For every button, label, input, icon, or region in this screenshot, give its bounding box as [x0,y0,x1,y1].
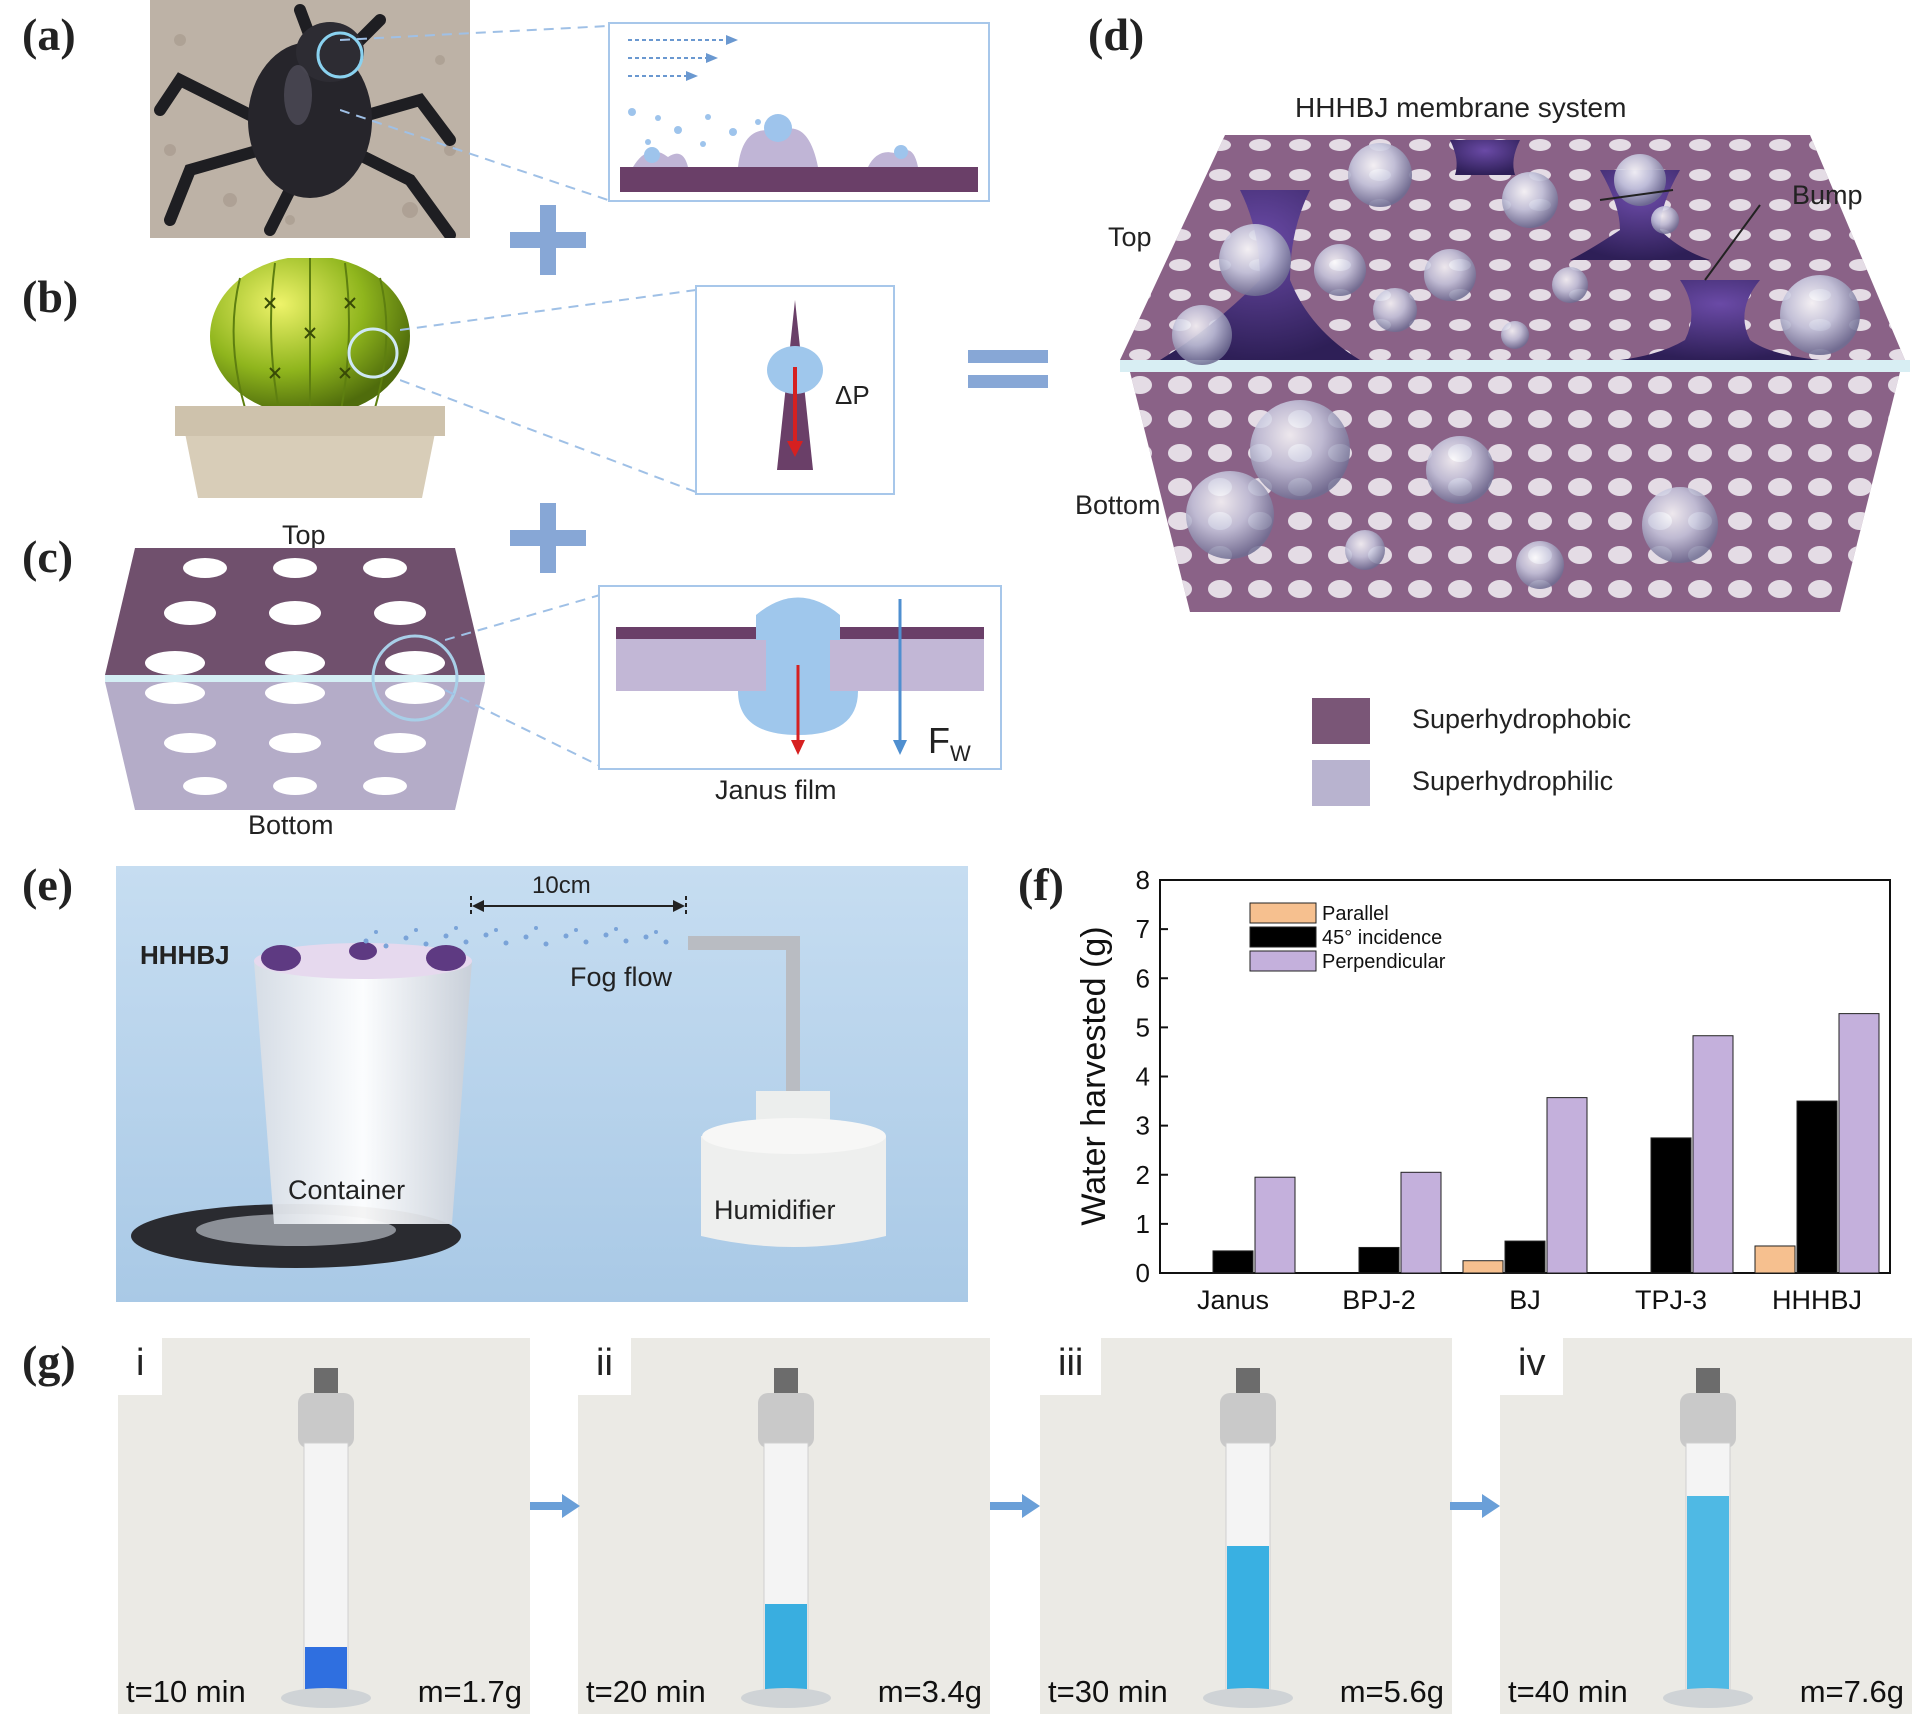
hhhbj-sample-label: HHHBJ [140,940,230,970]
frame-index-label: ii [578,1338,631,1395]
janus-bottom-label: Bottom [248,810,334,840]
panel-label-e: (e) [22,859,74,910]
y-tick-label: 4 [1136,1062,1150,1092]
container-label: Container [288,1175,406,1205]
panel-label-a: (a) [22,9,76,60]
beetle-photo [150,0,470,238]
bar [1504,1240,1546,1274]
bar [1358,1246,1400,1274]
janus-film-diagram [598,585,1002,770]
cylinder-drawing [1500,1338,1912,1714]
legend-label-superhydrophobic: Superhydrophobic [1412,704,1632,734]
y-tick-label: 3 [1136,1111,1150,1141]
membrane-top-label: Top [1108,222,1152,252]
equals-icon [968,350,1048,388]
bar [1212,1250,1254,1274]
bar [1796,1100,1838,1274]
cylinder-photo: i t=10 min m=1.7g [118,1338,530,1714]
y-tick-label: 5 [1136,1012,1150,1042]
y-tick-label: 2 [1136,1160,1150,1190]
frame-time-label: t=10 min [126,1674,246,1709]
legend-label-superhydrophilic: Superhydrophilic [1412,766,1614,796]
frame-time-label: t=20 min [586,1674,706,1709]
legend-swatch [1249,950,1317,972]
distance-label: 10cm [532,872,591,899]
bar [1838,1013,1880,1274]
x-tick-label: HHHBJ [1772,1285,1862,1315]
bar [1254,1176,1296,1274]
legend-label: Perpendicular [1322,951,1446,973]
membrane-bottom-label: Bottom [1075,490,1161,520]
panel-label-f: (f) [1018,859,1064,910]
y-tick-label: 7 [1136,914,1150,944]
cylinder-drawing [1040,1338,1452,1714]
panel-label-g: (g) [22,1336,76,1387]
x-tick-label: TPJ-3 [1635,1285,1707,1315]
water-harvest-bar-chart: 0 1 2 3 4 5 6 7 8 Janus BPJ-2 BJ TPJ-3 HHHBJ Paralle… [1075,865,1891,1315]
legend-swatch [1249,926,1317,948]
x-tick-label: Janus [1197,1285,1269,1315]
legend-swatch-superhydrophilic [1312,760,1370,806]
panel-b-zoom-lines [400,289,697,493]
frame-time-label: t=40 min [1508,1674,1628,1709]
legend-label: 45° incidence [1322,927,1442,949]
legend-swatch-superhydrophobic [1312,698,1370,744]
frame-mass-label: m=3.4g [877,1674,982,1709]
x-tick-label: BPJ-2 [1342,1285,1416,1315]
arrow-right-icon [990,1494,1040,1518]
panel-label-d: (d) [1088,9,1145,60]
y-axis-label: Water harvested (g) [1075,926,1113,1225]
cylinder-photo: iii t=30 min m=5.6g [1040,1338,1452,1714]
panel-label-c: (c) [22,531,74,582]
humidifier-label: Humidifier [714,1195,836,1225]
legend-label: Parallel [1322,903,1389,925]
frame-mass-label: m=7.6g [1799,1674,1904,1709]
panel-a-zoom-lines [340,25,609,201]
janus-top-label: Top [282,520,326,550]
cactus-illustration [175,258,445,498]
cylinder-photo: iv t=40 min m=7.6g [1500,1338,1912,1714]
panel-label-b: (b) [22,271,79,322]
frame-mass-label: m=1.7g [417,1674,522,1709]
hhhbj-membrane-illustration [1120,135,1910,612]
hhhbj-title: HHHBJ membrane system [1295,92,1627,123]
cylinder-drawing [118,1338,530,1714]
bar [1692,1035,1734,1274]
bar [1754,1245,1796,1274]
bar [1400,1171,1442,1274]
cylinder-photo: ii t=20 min m=3.4g [578,1338,990,1714]
janus-membrane-illustration [105,548,485,810]
cylinder-drawing [578,1338,990,1714]
frame-index-label: iv [1500,1338,1564,1395]
fog-collection-diagram [608,22,990,202]
plus-icon [510,503,586,573]
y-tick-label: 6 [1136,963,1150,993]
panel-c-zoom-lines [445,594,601,767]
fog-harvest-setup-illustration [116,866,968,1302]
legend-swatch [1249,902,1317,924]
frame-index-label: i [118,1338,163,1395]
spine-pressure-diagram [695,285,895,495]
fw-label: FW [928,720,971,767]
fog-flow-label: Fog flow [570,962,673,992]
y-tick-label: 1 [1136,1209,1150,1239]
bar [1546,1097,1588,1274]
bump-label: Bump [1792,180,1863,210]
frame-time-label: t=30 min [1048,1674,1168,1709]
x-tick-label: BJ [1509,1285,1541,1315]
arrow-right-icon [1450,1494,1500,1518]
bar [1650,1137,1692,1274]
frame-index-label: iii [1040,1338,1102,1395]
delta-p-label: ΔP [835,380,870,410]
y-tick-label: 8 [1136,865,1150,895]
y-tick-label: 0 [1136,1258,1150,1288]
plus-icon [510,205,586,275]
arrow-right-icon [530,1494,580,1518]
bar [1462,1260,1504,1274]
frame-mass-label: m=5.6g [1339,1674,1444,1709]
janus-film-caption: Janus film [715,775,837,805]
